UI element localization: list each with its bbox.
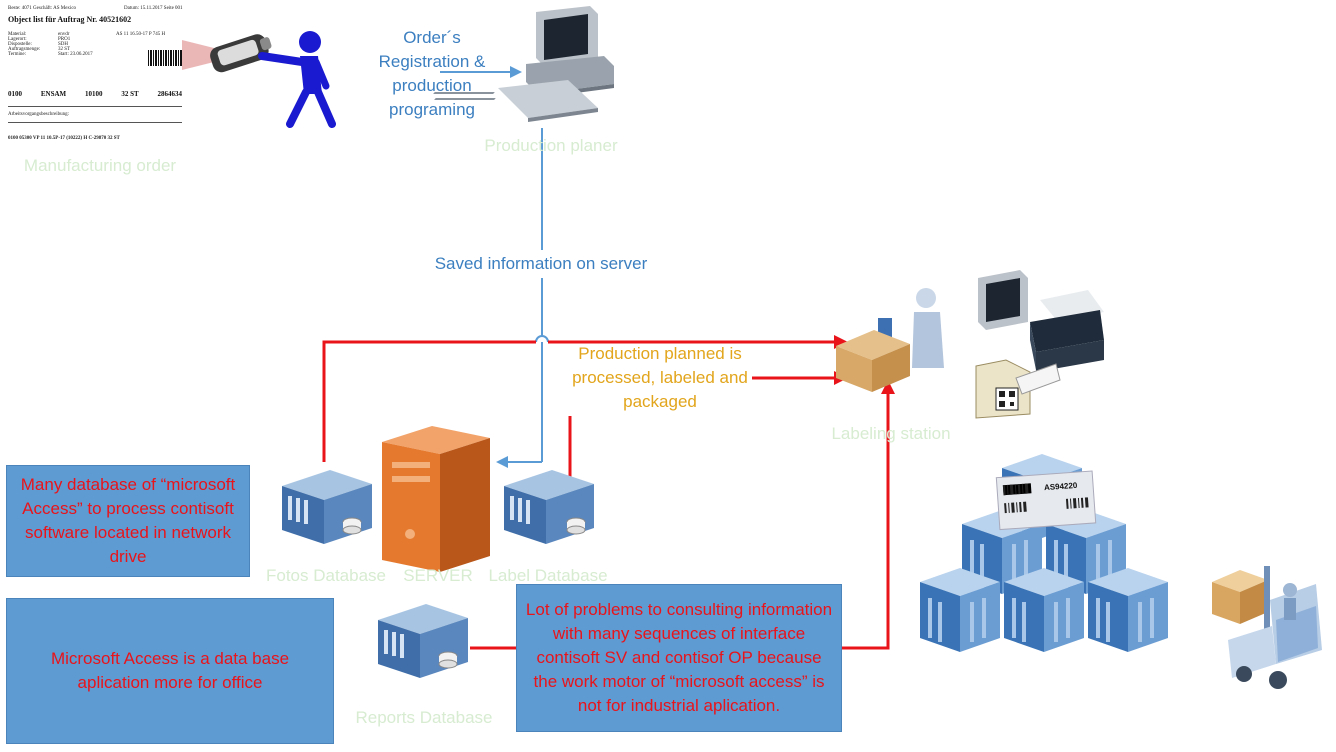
- doc-bottom-row: 0100 05300 VP 11 10.5P-17 (10222) H C-29…: [8, 136, 120, 141]
- many-database-box: Many database of “microsoft Access” to p…: [6, 465, 250, 577]
- doc-divider: [8, 122, 182, 123]
- production-planer-label: Production planer: [484, 136, 618, 155]
- access-office-text: Microsoft Access is a data base aplicati…: [50, 649, 290, 692]
- fotos-database-server-icon: [282, 470, 372, 544]
- doc-field: Lagerort:: [8, 37, 27, 42]
- reports-database-server-icon: [378, 604, 468, 678]
- doc-header-left: Beste: 4071 Geschäft: AS Mexico: [8, 6, 77, 11]
- doc-divider: [8, 106, 182, 107]
- doc-op-cell: ENSAM: [40, 90, 67, 98]
- saved-information-label: Saved information on server: [410, 252, 672, 276]
- doc-op-cell: 10100: [84, 90, 103, 98]
- access-office-box: Microsoft Access is a data base aplicati…: [6, 598, 334, 744]
- doc-title: Object list für Auftrag Nr. 40521602: [8, 15, 132, 24]
- order-registration-label: Order´s Registration & production progra…: [378, 28, 486, 119]
- doc-op-cell: 32 ST: [121, 90, 139, 98]
- doc-value: envdr: [58, 32, 70, 37]
- problems-box: Lot of problems to consulting informatio…: [516, 584, 842, 732]
- doc-value: PRO1: [58, 37, 71, 42]
- doc-value: Start: 23.06.2017: [58, 52, 93, 57]
- doc-section: Arbeitsvorgangsbeschreibung:: [8, 112, 70, 117]
- reports-database-label: Reports Database: [355, 708, 493, 727]
- server-label: SERVER: [403, 566, 473, 585]
- problems-text: Lot of problems to consulting informatio…: [525, 600, 833, 715]
- doc-value: 32 ST: [58, 47, 71, 52]
- label-database-server-icon: [504, 470, 594, 544]
- doc-op-cell: 2864634: [157, 90, 182, 98]
- manufacturing-order-document: Beste: 4071 Geschäft: AS Mexico Datum: 1…: [6, 4, 184, 146]
- doc-value: SDH: [58, 42, 69, 47]
- many-database-text: Many database of “microsoft Access” to p…: [20, 475, 236, 566]
- doc-field: Termine:: [8, 52, 26, 57]
- shipping-label-icon: [995, 470, 1097, 531]
- doc-field: Dispostelle:: [8, 42, 32, 47]
- doc-header-right: Datum: 15.11.2017 Seite 001: [124, 6, 183, 11]
- manufacturing-order-label: Manufacturing order: [23, 156, 177, 175]
- doc-field: Auftragsmenge:: [8, 47, 41, 52]
- fotos-database-label: Fotos Database: [265, 566, 386, 585]
- doc-op-cell: 0100: [8, 90, 22, 98]
- production-planned-label: Production planned is processed, labeled…: [572, 344, 748, 411]
- barcode-icon: [148, 50, 182, 66]
- doc-ref: AS 11 16.50-17 P 745 H: [116, 32, 166, 37]
- doc-op-row: 0100 ENSAM 10100 32 ST 2864634: [8, 90, 182, 98]
- labeling-station-label: Labeling station: [831, 424, 951, 443]
- label-database-label: Label Database: [488, 566, 608, 585]
- doc-field: Material:: [8, 32, 27, 37]
